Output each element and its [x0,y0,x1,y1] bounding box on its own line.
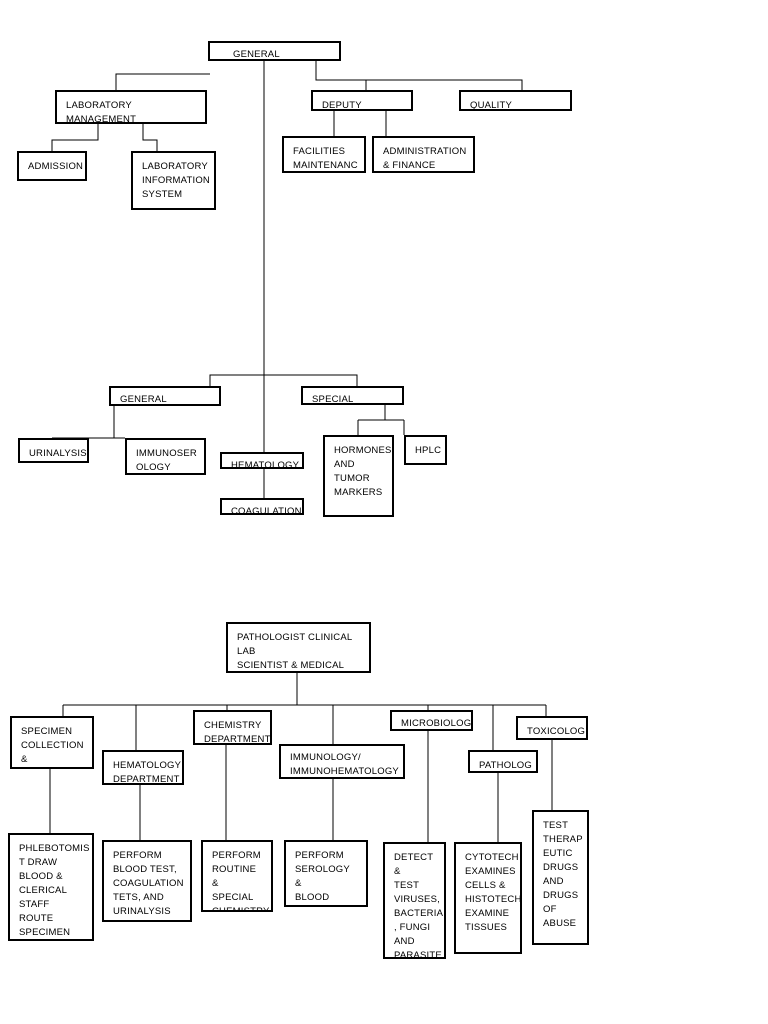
hematology-department-box: HEMATOLOGY DEPARTMENT [102,750,184,785]
test-therapeutic-drugs-box: TEST THERAP EUTIC DRUGS AND DRUGS OF ABU… [532,810,589,945]
lab-management-box: LABORATORY MANAGEMENT & CLINICAL TRIALS [55,90,207,124]
specimen-collection-box: SPECIMEN COLLECTION & PROCESSING [10,716,94,769]
general-chemistry-box: GENERAL CHEMISTRY [109,386,221,406]
cytotech-box: CYTOTECH EXAMINES CELLS & HISTOTECH EXAM… [454,842,522,954]
urinalysis-box: URINALYSIS [18,438,89,463]
immunoserology-box: IMMUNOSER OLOGY [125,438,206,475]
chemistry-department-box: CHEMISTRY DEPARTMENT [193,710,272,745]
hplc-box: HPLC [404,435,447,465]
pathology-box: PATHOLOG [468,750,538,773]
toxicology-box: TOXICOLOG [516,716,588,740]
perform-routine-chemistry-box: PERFORM ROUTINE & SPECIAL CHEMISTRY [201,840,273,912]
perform-blood-test-box: PERFORM BLOOD TEST, COAGULATION TETS, AN… [102,840,192,922]
quality-assurance-box: QUALITY ASSURANCE [459,90,572,111]
immunology-box: IMMUNOLOGY/ IMMUNOHEMATOLOGY [279,744,405,779]
deputy-director-box: DEPUTY DIRECTOR [311,90,413,111]
admission-box: ADMISSION [17,151,87,181]
perform-serology-box: PERFORM SEROLOGY & BLOOD BANK TEST [284,840,368,907]
administration-finance-box: ADMINISTRATION & FINANCE [372,136,475,173]
hematology-box: HEMATOLOGY [220,452,304,469]
general-director-box: GENERAL DIRECTOR [208,41,341,61]
coagulation-box: COAGULATION [220,498,304,515]
lab-information-system-box: LABORATORY INFORMATION SYSTEM [131,151,216,210]
detect-test-viruses-box: DETECT & TEST VIRUSES, BACTERIA , FUNGI … [383,842,446,959]
microbiology-box: MICROBIOLOG [390,710,473,731]
special-box: SPECIAL [301,386,404,405]
facilities-maintenance-box: FACILITIES MAINTENANC [282,136,366,173]
pathologist-root-box: PATHOLOGIST CLINICAL LAB SCIENTIST & MED… [226,622,371,673]
hormones-tumor-markers-box: HORMONES AND TUMOR MARKERS [323,435,394,517]
phlebotomist-box: PHLEBOTOMIS T DRAW BLOOD & CLERICAL STAF… [8,833,94,941]
